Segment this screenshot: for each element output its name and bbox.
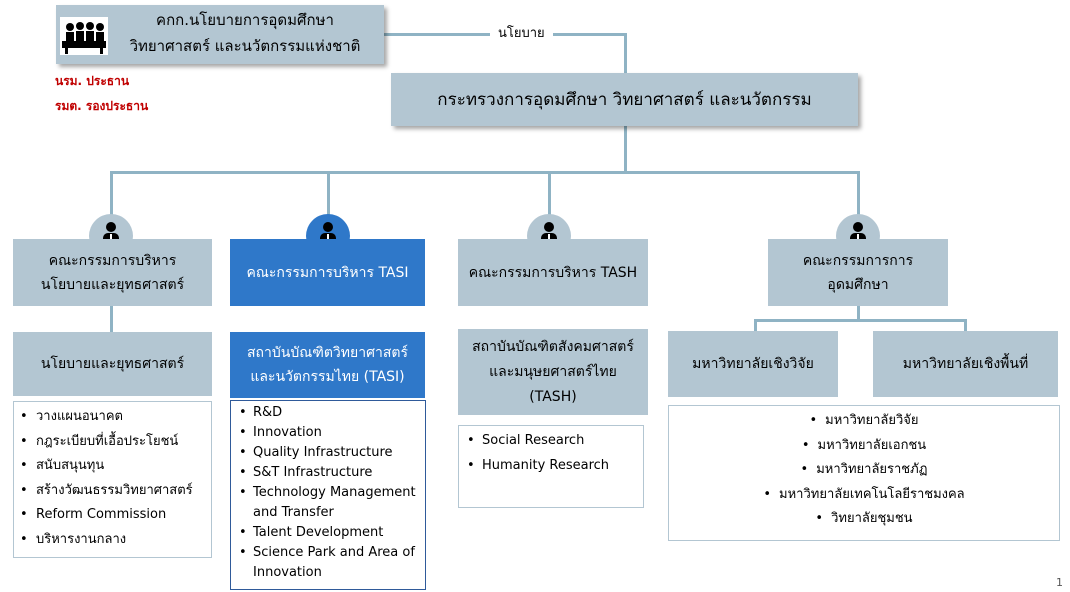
connector-branch: [110, 171, 860, 174]
tasi-task-list-box: R&D Innovation Quality Infrastructure S&…: [230, 400, 426, 590]
university-list: มหาวิทยาลัยวิจัย มหาวิทยาลัยเอกชน มหาวิท…: [669, 409, 1059, 532]
list-item: สนับสนุนทุน: [14, 454, 211, 479]
list-item: Social Research: [459, 428, 643, 453]
list-item: R&D: [231, 403, 421, 423]
list-item: มหาวิทยาลัยเทคโนโลยีราชมงคล: [669, 483, 1059, 508]
policy-label: นโยบาย: [490, 24, 553, 44]
connector-policy-down: [624, 33, 627, 73]
university-list-box: มหาวิทยาลัยวิจัย มหาวิทยาลัยเอกชน มหาวิท…: [668, 405, 1060, 541]
list-item: วางแผนอนาคต: [14, 405, 211, 430]
committee-policy-strategy: คณะกรรมการบริหาร นโยบายและยุทธศาสตร์: [13, 239, 212, 306]
connector-c4-unit: [857, 305, 860, 320]
page-number: 1: [1056, 576, 1063, 589]
committee-tasi-label: คณะกรรมการบริหาร TASI: [246, 264, 409, 281]
tash-task-list-box: Social Research Humanity Research: [458, 425, 644, 508]
list-item: มหาวิทยาลัยราชภัฏ: [669, 458, 1059, 483]
connector-c2: [327, 171, 330, 221]
list-item: Science Park and Area of Innovation: [231, 543, 421, 583]
list-item: Innovation: [231, 423, 421, 443]
list-item: กฎระเบียบที่เอื้อประโยชน์: [14, 430, 211, 455]
unit-area-university: มหาวิทยาลัยเชิงพื้นที่: [873, 331, 1058, 397]
connector-univ-a: [754, 319, 757, 331]
list-item: มหาวิทยาลัยวิจัย: [669, 409, 1059, 434]
list-item: Reform Commission: [14, 503, 211, 528]
list-item: Quality Infrastructure: [231, 443, 421, 463]
tasi-task-list: R&D Innovation Quality Infrastructure S&…: [231, 403, 421, 583]
connector-univ-branch: [754, 319, 967, 322]
vice-chair-label: รมต. รองประธาน: [55, 99, 149, 113]
meeting-icon: [60, 17, 108, 55]
policy-committee-box: คกก.นโยบายการอุดมศึกษา วิทยาศาสตร์ และนว…: [56, 5, 384, 64]
list-item: Technology Management and Transfer: [231, 483, 421, 523]
policy-committee-line1: คกก.นโยบายการอุดมศึกษา: [156, 11, 334, 29]
list-item: บริหารงานกลาง: [14, 528, 211, 553]
committee-policy-strategy-label: คณะกรรมการบริหาร นโยบายและยุทธศาสตร์: [40, 252, 185, 293]
committee-tash-label: คณะกรรมการบริหาร TASH: [468, 264, 638, 281]
list-item: Humanity Research: [459, 453, 643, 478]
ministry-box: กระทรวงการอุดมศึกษา วิทยาศาสตร์ และนวัตก…: [391, 73, 858, 126]
unit-tasi-label: สถาบันบัณฑิตวิทยาศาสตร์ และนวัตกรรมไทย (…: [247, 345, 408, 385]
list-item: Talent Development: [231, 523, 421, 543]
connector-ministry-down: [624, 126, 627, 172]
unit-area-university-label: มหาวิทยาลัยเชิงพื้นที่: [902, 356, 1029, 372]
list-item: มหาวิทยาลัยเอกชน: [669, 434, 1059, 459]
unit-policy-strategy: นโยบายและยุทธศาสตร์: [13, 332, 212, 396]
unit-tash-label: สถาบันบัณฑิตสังคมศาสตร์ และมนุษยศาสตร์ไท…: [472, 338, 634, 405]
committee-tash: คณะกรรมการบริหาร TASH: [458, 239, 648, 306]
connector-c4: [857, 171, 860, 221]
chair-label: นรม. ประธาน: [55, 74, 130, 88]
policy-task-list: วางแผนอนาคต กฎระเบียบที่เอื้อประโยชน์ สน…: [14, 405, 211, 552]
connector-c1: [110, 171, 113, 221]
committee-higher-education-label: คณะกรรมการการ อุดมศึกษา: [802, 252, 914, 293]
ministry-title: กระทรวงการอุดมศึกษา วิทยาศาสตร์ และนวัตก…: [437, 90, 812, 110]
committee-tasi: คณะกรรมการบริหาร TASI: [230, 239, 425, 306]
connector-c1-unit: [110, 305, 113, 332]
unit-tash: สถาบันบัณฑิตสังคมศาสตร์ และมนุษยศาสตร์ไท…: [458, 329, 648, 415]
unit-research-university-label: มหาวิทยาลัยเชิงวิจัย: [692, 356, 814, 372]
unit-research-university: มหาวิทยาลัยเชิงวิจัย: [668, 331, 838, 397]
connector-univ-b: [964, 319, 967, 331]
tash-task-list: Social Research Humanity Research: [459, 428, 643, 478]
list-item: S&T Infrastructure: [231, 463, 421, 483]
connector-c3: [548, 171, 551, 221]
unit-tasi: สถาบันบัณฑิตวิทยาศาสตร์ และนวัตกรรมไทย (…: [230, 332, 425, 398]
list-item: วิทยาลัยชุมชน: [669, 507, 1059, 532]
policy-task-list-box: วางแผนอนาคต กฎระเบียบที่เอื้อประโยชน์ สน…: [13, 401, 212, 558]
unit-policy-strategy-label: นโยบายและยุทธศาสตร์: [40, 356, 185, 372]
policy-committee-line2: วิทยาศาสตร์ และนวัตกรรมแห่งชาติ: [129, 37, 361, 55]
committee-higher-education: คณะกรรมการการ อุดมศึกษา: [768, 239, 948, 306]
list-item: สร้างวัฒนธรรมวิทยาศาสตร์: [14, 479, 211, 504]
